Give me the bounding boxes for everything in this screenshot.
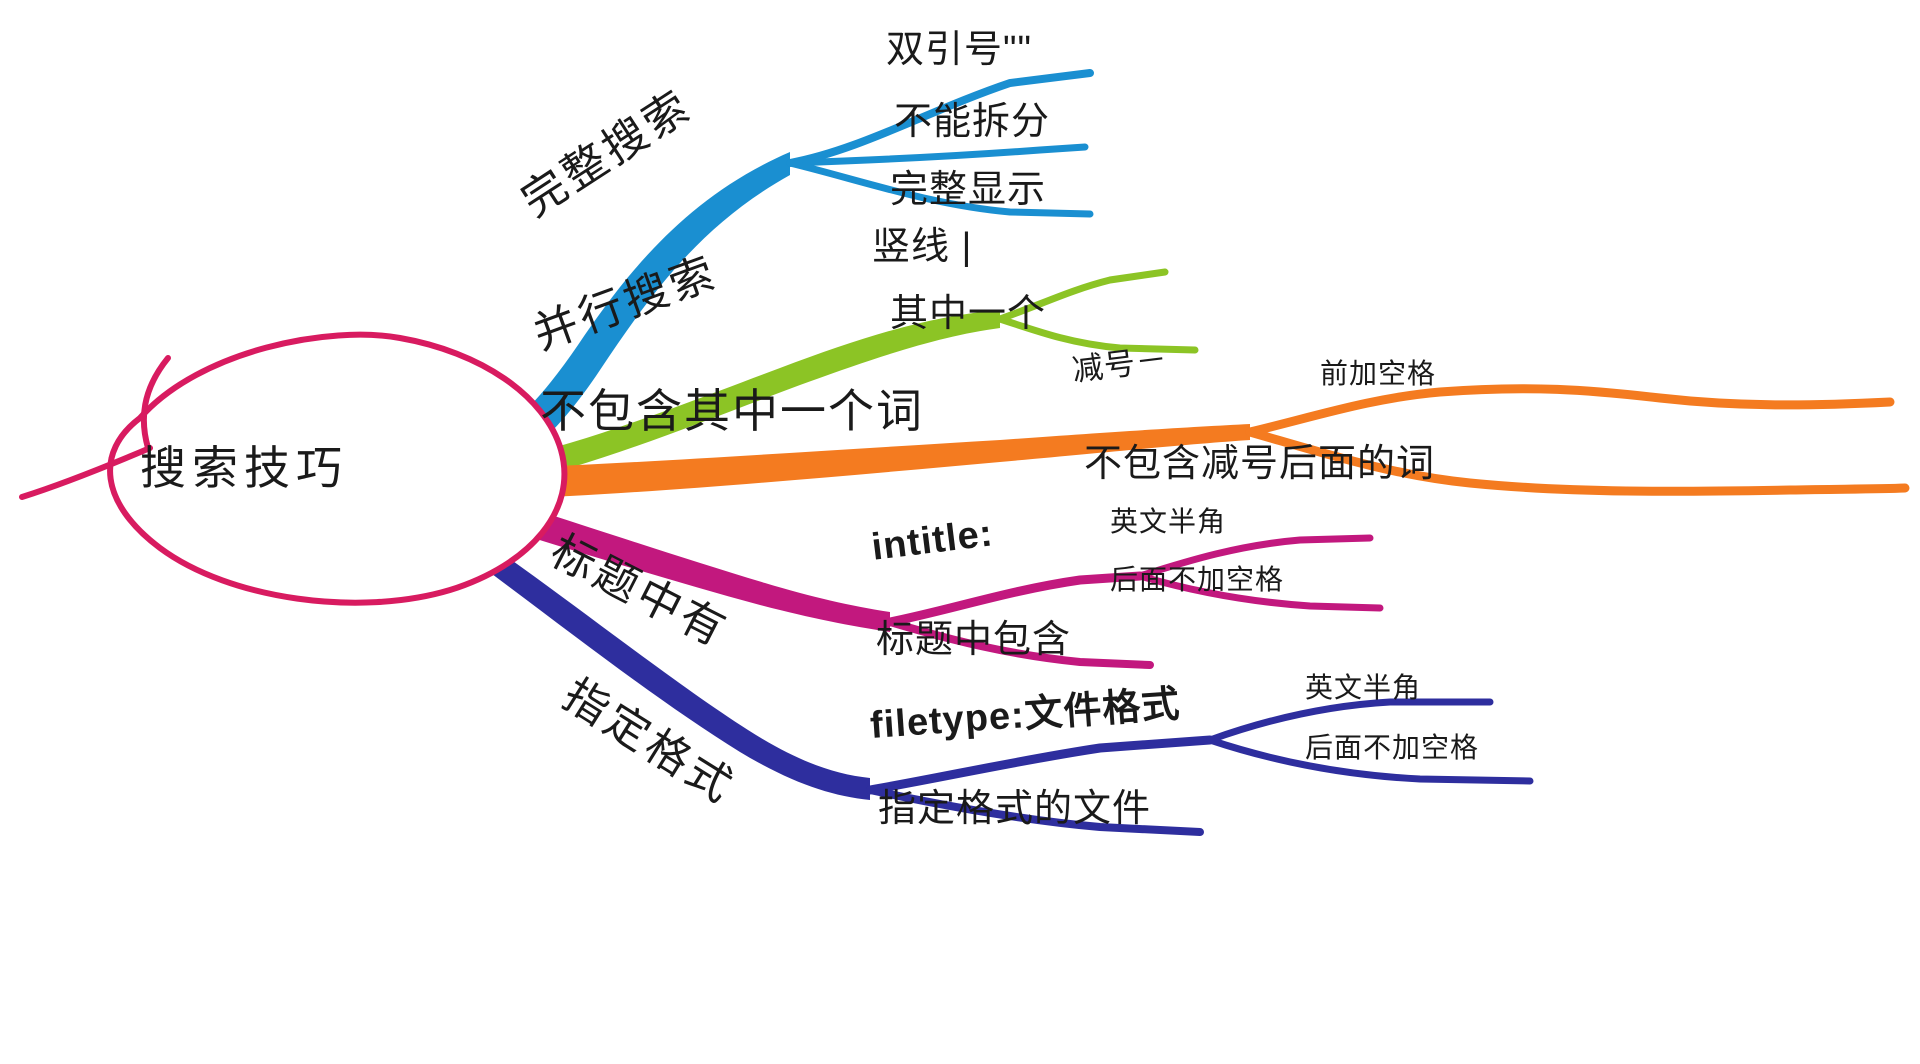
sublabel-one-of-them: 其中一个: [890, 293, 1047, 335]
sublabel-filetype-no-space: 后面不加空格: [1305, 732, 1480, 763]
sublabel-title-includes: 标题中包含: [876, 619, 1072, 661]
sublabel-space-before: 前加空格: [1320, 358, 1437, 389]
subbranch-blue-3: [786, 159, 1094, 218]
sublabel-intitle-no-space: 后面不加空格: [1110, 564, 1285, 595]
subbranch-magenta-1b: [1136, 572, 1384, 612]
subbranch-navy-1: [865, 735, 1215, 795]
sublabel-specified-format-file: 指定格式的文件: [878, 788, 1152, 830]
root-ellipse-tail: [19, 445, 153, 500]
branch-label-exclude-word: 不包含其中一个词: [540, 385, 924, 437]
subbranch-navy-2: [866, 786, 1204, 836]
subbranch-orange-1: [1245, 384, 1895, 437]
sublabel-cannot-split: 不能拆分: [894, 101, 1051, 143]
sublabel-full-display: 完整显示: [890, 169, 1047, 211]
sublabel-vertical-bar: 竖线 |: [872, 226, 973, 268]
branch-trunk-orange: [455, 424, 1250, 500]
subbranch-orange-2: [1245, 427, 1910, 496]
subbranch-magenta-2: [886, 618, 1154, 669]
subbranch-navy-1a: [1206, 698, 1494, 744]
root-label: 搜索技巧: [140, 442, 348, 494]
branch-complete-search[interactable]: [465, 69, 1094, 478]
sublabel-exclude-after-minus: 不包含减号后面的词: [1084, 443, 1436, 485]
sublabel-double-quotes: 双引号"": [886, 29, 1032, 71]
subbranch-magenta-1: [885, 571, 1145, 627]
subbranch-green-1: [996, 268, 1169, 323]
branch-exclude-word[interactable]: [455, 384, 1910, 500]
root-node[interactable]: [19, 331, 568, 606]
sublabel-filetype-halfwidth: 英文半角: [1305, 672, 1422, 703]
branch-trunk-green: [455, 310, 1000, 492]
branch-parallel-search[interactable]: [455, 268, 1199, 492]
root-ellipse-flick: [140, 355, 171, 451]
subbranch-magenta-1a: [1136, 534, 1374, 580]
branch-trunk-blue: [465, 152, 790, 478]
subbranch-green-2: [996, 315, 1199, 354]
subbranch-blue-1: [786, 69, 1094, 167]
root-ellipse-outline: [107, 331, 568, 606]
subbranch-navy-1b: [1206, 736, 1534, 785]
subbranch-blue-2: [786, 143, 1089, 167]
sublabel-intitle-halfwidth: 英文半角: [1110, 506, 1227, 537]
